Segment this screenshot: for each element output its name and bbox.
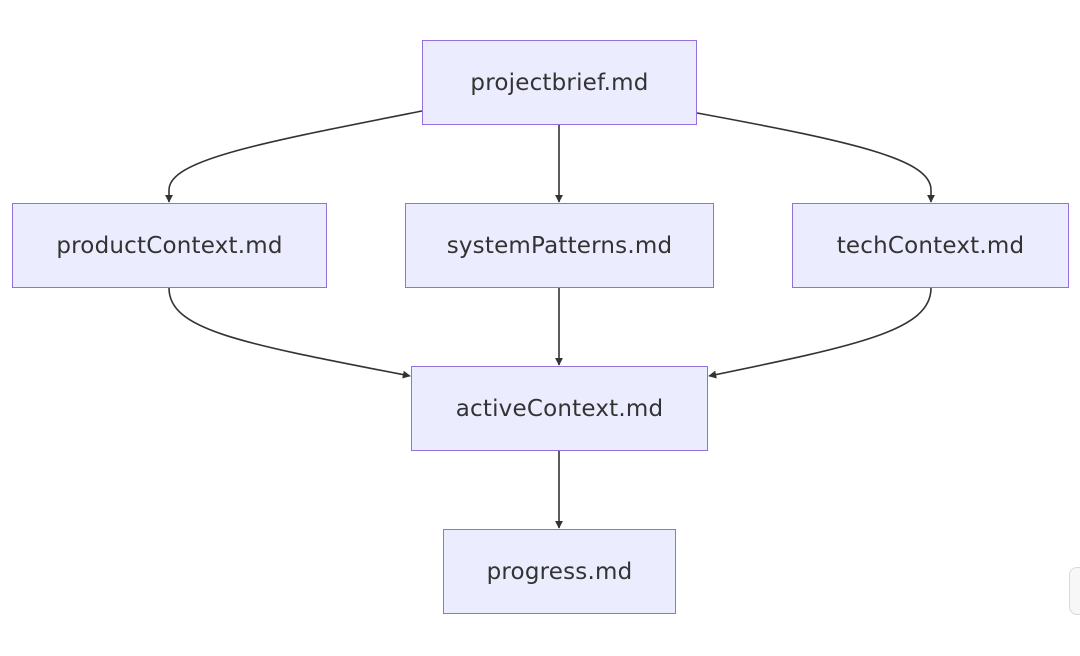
node-label: techContext.md — [836, 232, 1025, 259]
node-progress: progress.md — [443, 529, 676, 614]
node-label: progress.md — [486, 558, 633, 585]
node-tech-context: techContext.md — [792, 203, 1069, 288]
edge-product-to-active — [168, 287, 411, 379]
node-active-context: activeContext.md — [411, 366, 708, 451]
edge-projectbrief-to-product — [165, 110, 423, 203]
node-label: systemPatterns.md — [446, 232, 673, 259]
node-label: projectbrief.md — [470, 69, 649, 96]
side-panel-handle[interactable] — [1069, 567, 1080, 615]
node-system-patterns: systemPatterns.md — [405, 203, 714, 288]
node-projectbrief: projectbrief.md — [422, 40, 697, 125]
node-label: activeContext.md — [455, 395, 664, 422]
edge-projectbrief-to-tech — [696, 112, 935, 203]
node-product-context: productContext.md — [12, 203, 327, 288]
node-label: productContext.md — [56, 232, 283, 259]
edge-tech-to-active — [708, 287, 932, 379]
